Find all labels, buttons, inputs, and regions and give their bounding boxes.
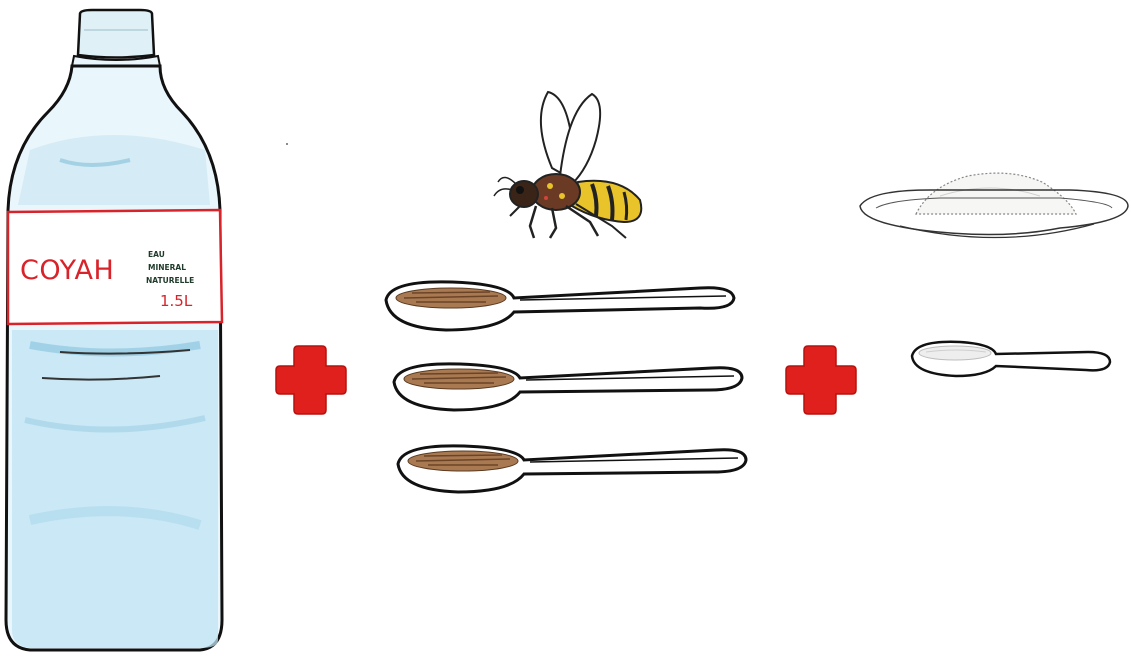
bottle-label-line-1: EAU [148, 250, 165, 259]
sugar-spoon-icon [912, 342, 1110, 376]
bee-icon [494, 92, 641, 238]
water-bottle-icon: COYAH EAU MINERAL NATURELLE 1.5L [6, 10, 222, 650]
plus-icon [786, 346, 856, 414]
bottle-brand-label: COYAH [20, 255, 114, 286]
plus-icon [276, 346, 346, 414]
bottle-label-line-3: NATURELLE [146, 276, 194, 285]
bottle-label-line-2: MINERAL [148, 263, 186, 272]
honey-spoon-icon [398, 446, 746, 492]
honey-spoon-icon [386, 282, 734, 330]
sugar-plate-icon [860, 173, 1128, 237]
bottle-volume-label: 1.5L [160, 292, 193, 310]
honey-spoon-icon [394, 364, 742, 410]
